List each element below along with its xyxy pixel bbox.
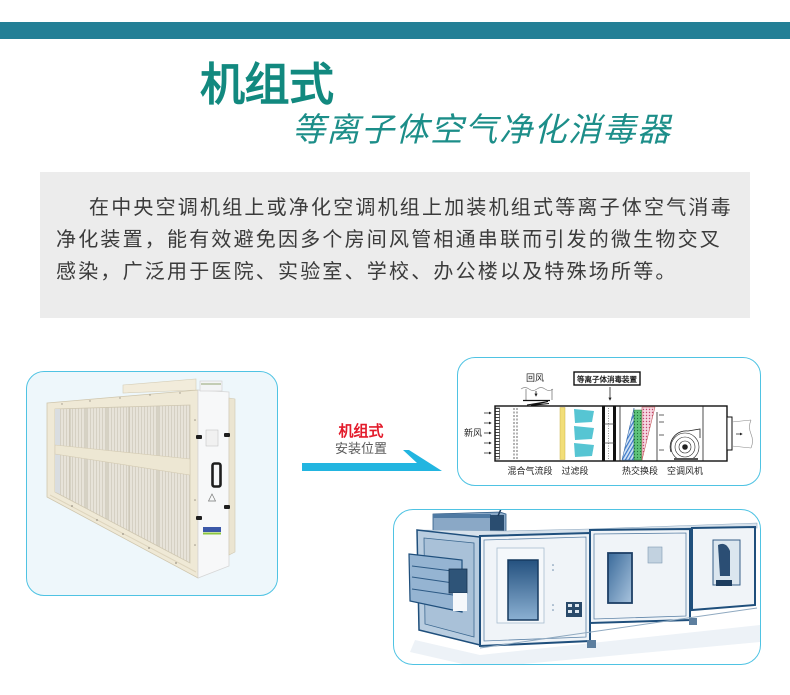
header-bar — [0, 22, 790, 39]
plasma-device — [601, 406, 616, 460]
description-line: 感染，广泛用于医院、实验室、学校、办公楼以及特殊场所等。 — [56, 259, 678, 283]
ahu-photo-card — [393, 509, 761, 665]
filter-unit-image — [46, 378, 235, 579]
description-line: 净化装置，能有效避免因多个房间风管相通串联而引发的微生物交叉 — [56, 227, 722, 251]
callout-title: 机组式 — [338, 422, 384, 440]
plasma-device-label: 等离子体消毒装置 — [577, 373, 637, 383]
installation-diagram-card: 回风 新风 — [457, 357, 761, 486]
description-line: 在中央空调机组上或净化空调机组上加装机组式等离子体空气消毒 — [89, 195, 733, 219]
description-panel: 在中央空调机组上或净化空调机组上加装机组式等离子体空气消毒 净化装置，能有效避免… — [40, 172, 750, 318]
handle-icon — [210, 461, 222, 488]
section-label: 空调风机 — [666, 465, 702, 477]
product-photo-card — [26, 371, 278, 596]
damper — [407, 552, 467, 613]
return-air-label: 回风 — [525, 373, 543, 384]
section-label: 过滤段 — [561, 465, 588, 477]
fresh-air-label: 新风 — [463, 427, 481, 439]
section-label: 热交换段 — [621, 465, 657, 477]
air-handling-unit-image — [407, 510, 760, 664]
filter-panel-dividers — [69, 405, 158, 546]
arrow-right-icon — [302, 450, 442, 471]
page-subtitle: 等离子体空气净化消毒器 — [292, 110, 672, 149]
ahu-schematic-diagram: 回风 新风 — [463, 370, 753, 477]
fresh-air-arrows — [483, 411, 492, 454]
logo-icon — [202, 526, 221, 532]
section-label: 混合气流段 — [507, 465, 552, 477]
page-title: 机组式 — [200, 58, 334, 111]
fan-icon — [669, 428, 700, 461]
callout-subtitle: 安装位置 — [334, 442, 387, 457]
side-panel — [195, 380, 235, 579]
warning-icon — [207, 492, 216, 501]
